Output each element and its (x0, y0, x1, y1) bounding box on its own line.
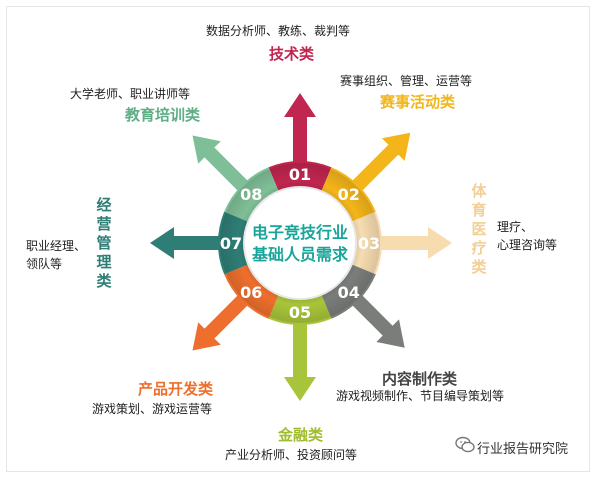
arrow-04 (348, 291, 405, 348)
label-08-desc: 大学老师、职业讲师等 (70, 87, 191, 101)
arrow-05 (284, 319, 316, 401)
wechat-icon (455, 436, 475, 453)
segment-number-07: 07 (220, 234, 242, 253)
label-05-desc: 产业分析师、投资顾问等 (225, 448, 358, 462)
arrow-01 (284, 93, 316, 167)
segment-number-01: 01 (289, 165, 311, 184)
label-01-desc: 数据分析师、教练、裁判等 (206, 24, 351, 38)
watermark-text: 行业报告研究院 (477, 442, 569, 457)
label-02-title: 赛事活动类 (380, 93, 456, 111)
label-07-title: 经营管理类 (96, 196, 112, 290)
arrow-02 (348, 132, 411, 195)
segment-number-05: 05 (289, 303, 311, 322)
label-04-desc: 游戏视频制作、节目编导策划等 (336, 389, 505, 403)
label-04-title: 内容制作类 (382, 370, 458, 388)
label-03-title: 体育医疗类 (471, 182, 487, 276)
center-circle (243, 186, 357, 300)
label-06-desc: 游戏策划、游戏运营等 (92, 402, 213, 416)
arrow-06 (192, 291, 252, 351)
image-frame (6, 6, 590, 472)
arrow-07 (150, 227, 224, 259)
label-02-desc: 赛事组织、管理、运营等 (340, 74, 473, 88)
center-title-line1: 电子竞技行业 (252, 223, 348, 242)
label-05-title: 金融类 (278, 426, 324, 444)
segment-number-03: 03 (358, 234, 380, 253)
segment-number-04: 04 (338, 283, 360, 302)
label-06-title: 产品开发类 (138, 380, 214, 398)
center-title-line2: 基础人员需求 (251, 245, 349, 264)
arrow-08 (192, 135, 252, 195)
segment-number-06: 06 (240, 283, 262, 302)
label-03-desc-line1: 理疗、 (497, 220, 534, 234)
label-03-desc-line2: 心理咨询等 (497, 238, 558, 252)
label-07-desc-line1: 职业经理、 (26, 239, 87, 253)
label-08-title: 教育培训类 (125, 106, 201, 124)
label-07-desc-line2: 领队等 (26, 257, 63, 271)
label-01-title: 技术类 (269, 45, 315, 63)
segment-number-08: 08 (240, 185, 262, 204)
segment-number-02: 02 (338, 185, 360, 204)
arrow-03 (376, 227, 452, 259)
